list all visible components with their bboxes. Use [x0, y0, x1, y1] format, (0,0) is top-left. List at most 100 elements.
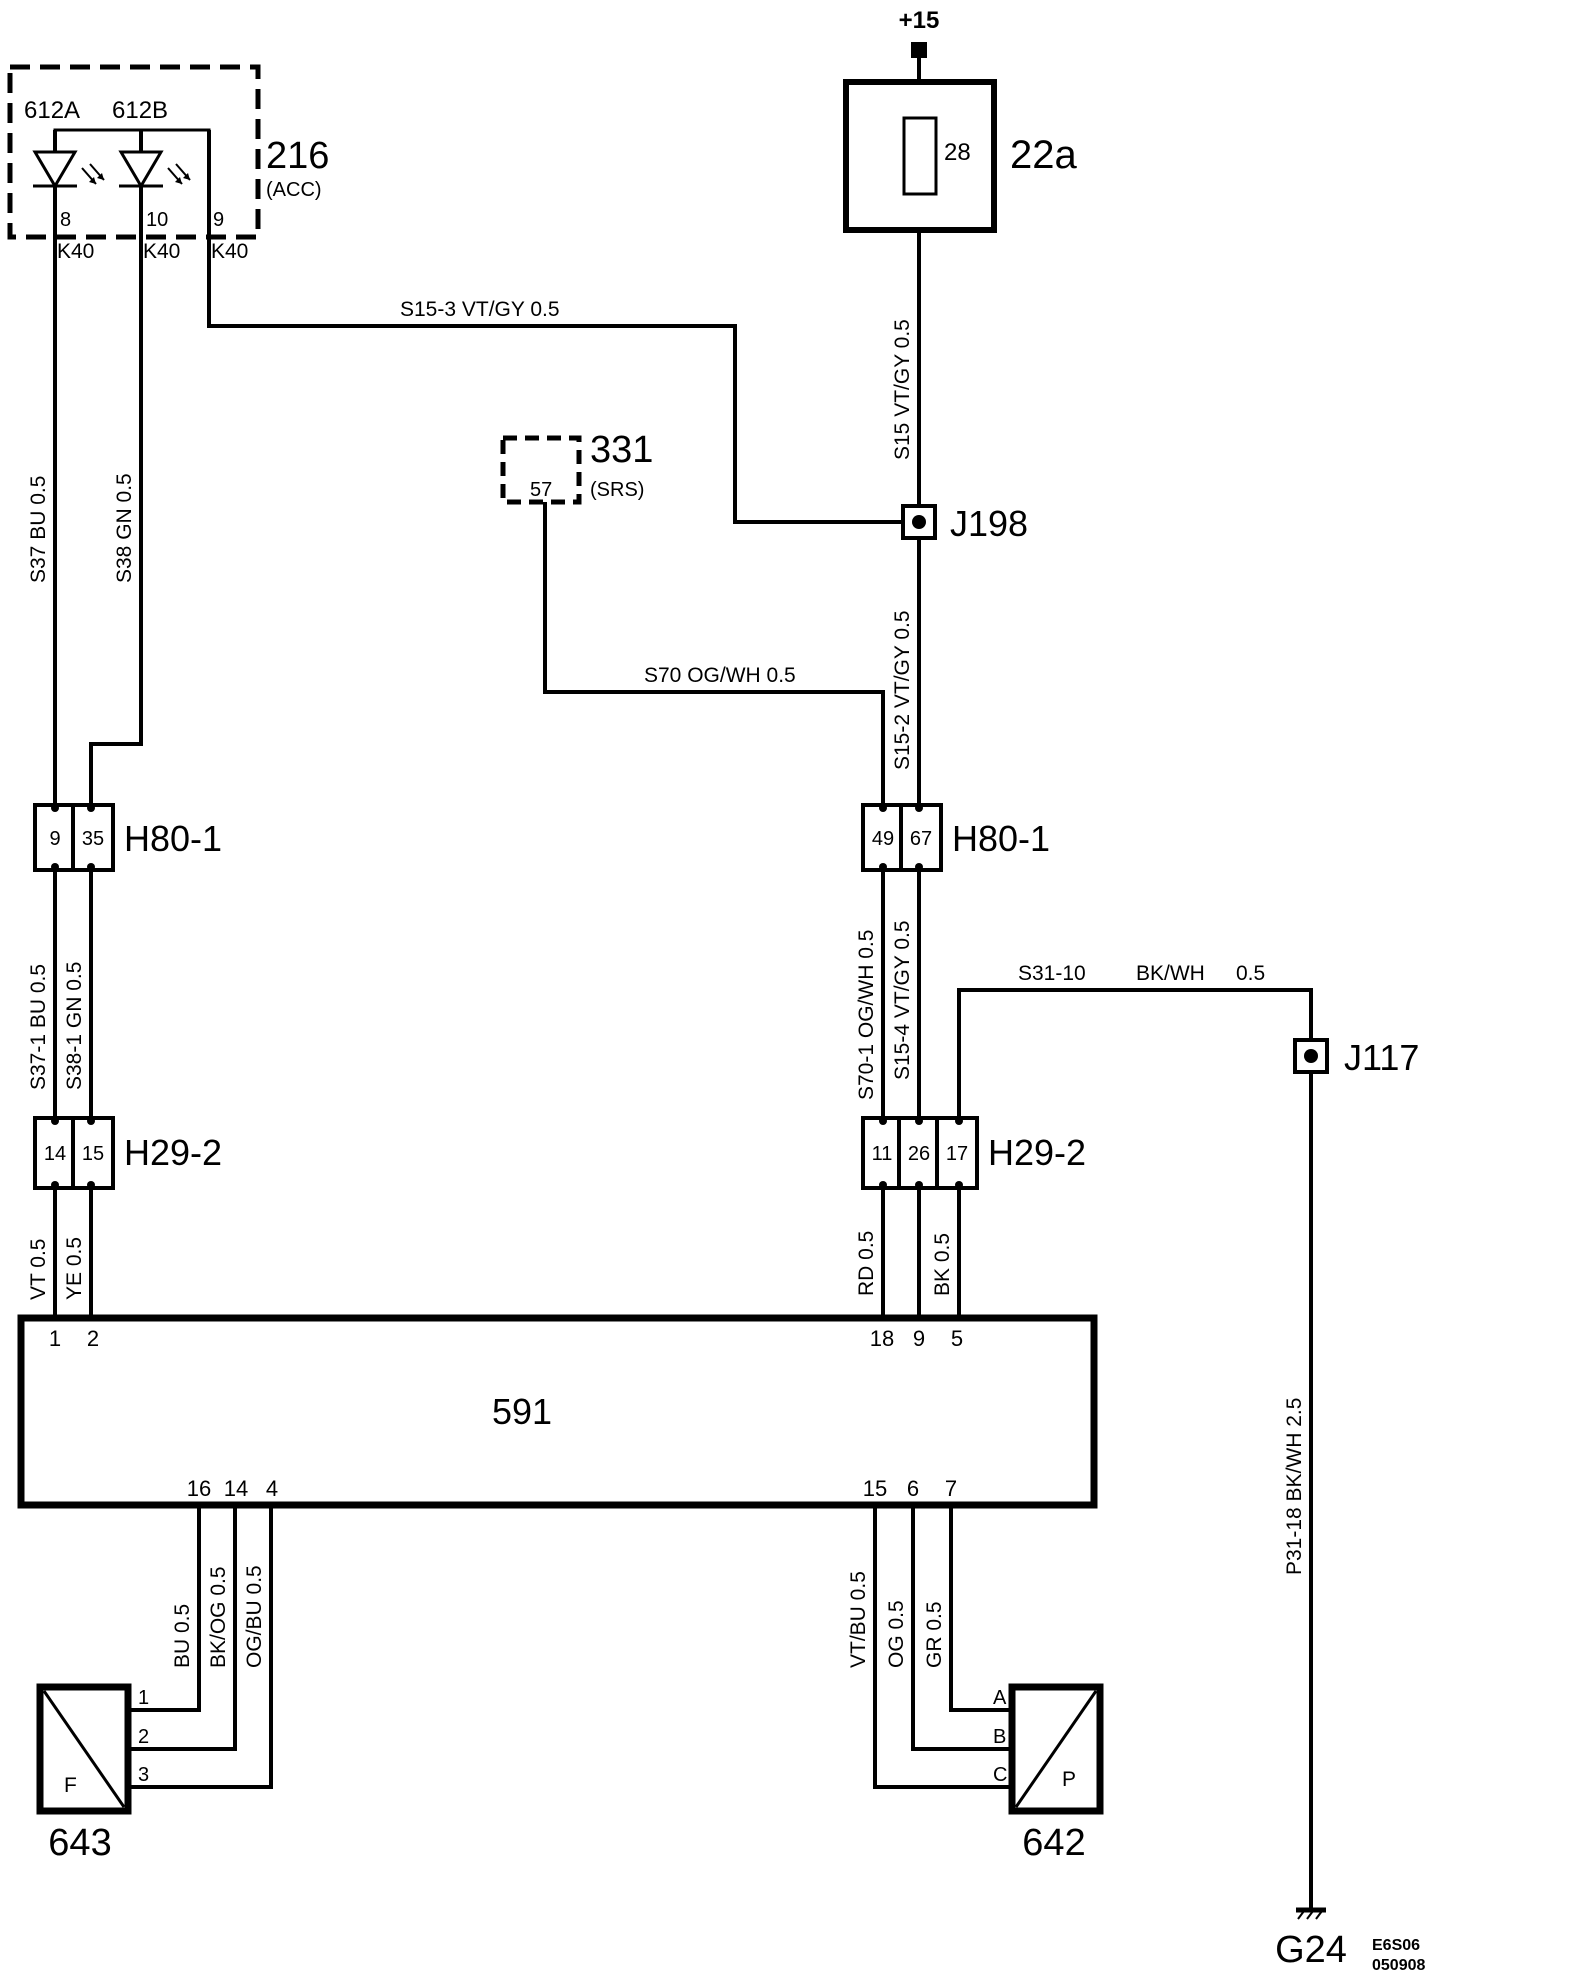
- wire-label: S15-2 VT/GY 0.5: [891, 610, 914, 770]
- pin-label: 67: [910, 828, 932, 850]
- connector-h80-right: 49 67 H80-1: [861, 803, 1050, 872]
- connector-h29-label: H29-2: [124, 1132, 222, 1173]
- connector-h29-label: H29-2: [988, 1132, 1086, 1173]
- pin-label: B: [993, 1726, 1006, 1748]
- fuse-box-22a: 28 22a: [843, 79, 1077, 233]
- wire-label: GR 0.5: [923, 1601, 946, 1668]
- pin-label: 9: [49, 828, 60, 850]
- pin-label: 5: [951, 1326, 963, 1351]
- wire-s70: [543, 502, 885, 805]
- wire-label: P31-18 BK/WH 2.5: [1283, 1398, 1306, 1575]
- pin-label: 8: [60, 209, 71, 231]
- wire-label: BK/WH: [1136, 962, 1205, 985]
- sensor-letter: P: [1062, 1768, 1076, 1791]
- wire-og: [911, 1505, 1011, 1751]
- pin-label: 17: [946, 1143, 968, 1165]
- wire-label: VT 0.5: [27, 1239, 50, 1300]
- led-icon: [32, 150, 105, 189]
- wire-s38: [89, 130, 143, 805]
- sensor-643: F 1 2 3 643: [36, 1683, 149, 1864]
- module-331: 57 331 (SRS): [500, 429, 653, 505]
- module-331-outline: [500, 435, 582, 505]
- wire-bu: [131, 1505, 201, 1712]
- wire-label: S15-3 VT/GY 0.5: [400, 298, 560, 321]
- pin-label: A: [993, 1687, 1007, 1709]
- supply-terminal: +15: [899, 7, 940, 58]
- doc-code: 050908: [1372, 1957, 1425, 1974]
- pin-label: 14: [224, 1476, 248, 1501]
- connector-h29-left: 14 15 H29-2: [33, 1116, 222, 1190]
- pin-label: 2: [138, 1726, 149, 1748]
- wire-label: S37 BU 0.5: [27, 476, 50, 583]
- doc-code: E6S06: [1372, 1937, 1420, 1954]
- pin-label: 1: [138, 1687, 149, 1709]
- module-331-label: 331: [590, 429, 653, 471]
- wire-s15-3: [207, 130, 919, 524]
- pin-label: 11: [872, 1143, 893, 1165]
- pin-label: 1: [49, 1326, 61, 1351]
- pin-label: 15: [863, 1476, 887, 1501]
- wire-label: S70 OG/WH 0.5: [644, 664, 796, 687]
- fuse-box-label: 22a: [1010, 133, 1077, 177]
- sensor-letter: F: [64, 1774, 77, 1797]
- pin-label: 3: [138, 1764, 149, 1786]
- pin-label: 35: [82, 828, 104, 850]
- ground-label: G24: [1275, 1929, 1347, 1971]
- pin-label: 14: [44, 1143, 66, 1165]
- wire-label: OG 0.5: [885, 1600, 908, 1668]
- module-216-outline: [7, 64, 261, 240]
- wires: [53, 52, 1313, 1910]
- connector-h29-right: 11 26 17 H29-2: [861, 1116, 1086, 1190]
- pin-label: 9: [913, 1326, 925, 1351]
- wire-label: 0.5: [1236, 962, 1265, 985]
- control-unit-591: 591 1 2 18 9 5 16 14 4 15 6 7: [17, 1314, 1098, 1509]
- module-216-label: 216: [266, 135, 329, 177]
- pin-label: 15: [82, 1143, 104, 1165]
- wire-label: BK/OG 0.5: [207, 1566, 230, 1668]
- wire-label: S15-4 VT/GY 0.5: [891, 920, 914, 1080]
- sensor-642-label: 642: [1022, 1822, 1085, 1864]
- sensor-642: P A B C 642: [993, 1683, 1104, 1864]
- pin-label: 6: [907, 1476, 919, 1501]
- splice-j117-label: J117: [1344, 1037, 1419, 1078]
- pin-label: 57: [530, 479, 552, 501]
- wire-vtbu: [873, 1505, 1011, 1789]
- wire-label: OG/BU 0.5: [243, 1565, 266, 1668]
- splice-j117: J117: [1293, 1037, 1419, 1078]
- led-icon: [118, 150, 191, 189]
- wire-label: S70-1 OG/WH 0.5: [855, 930, 878, 1100]
- wire-label: S38 GN 0.5: [113, 473, 136, 583]
- pin-label: 4: [266, 1476, 278, 1501]
- connector-h80-label: H80-1: [952, 818, 1050, 859]
- connector-h80-left: 9 35 H80-1: [33, 803, 222, 872]
- wire-label: BK 0.5: [931, 1233, 954, 1296]
- wire-ogbu: [131, 1505, 273, 1789]
- fuse-number: 28: [944, 139, 971, 166]
- wire-label: S31-10: [1018, 962, 1086, 985]
- pin-label: 26: [908, 1143, 930, 1165]
- pin-label: 7: [945, 1476, 957, 1501]
- pin-label: 9: [213, 209, 224, 231]
- wire-gr: [949, 1505, 1011, 1712]
- led-612a-label: 612A: [24, 97, 80, 124]
- pin-label: 16: [187, 1476, 211, 1501]
- splice-j198: J198: [901, 503, 1028, 544]
- connector-label: K40: [143, 240, 180, 263]
- control-unit-591-label: 591: [492, 1391, 552, 1432]
- wire-label: S15 VT/GY 0.5: [891, 319, 914, 460]
- connector-label: K40: [57, 240, 94, 263]
- sensor-643-label: 643: [48, 1822, 111, 1864]
- module-216-sublabel: (ACC): [266, 179, 322, 201]
- fuse-element: [902, 116, 938, 196]
- wire-label: YE 0.5: [63, 1237, 86, 1300]
- led-612b-label: 612B: [112, 97, 168, 124]
- wire-label: S38-1 GN 0.5: [63, 962, 86, 1090]
- wire-label: S37-1 BU 0.5: [27, 964, 50, 1090]
- pin-label: 2: [87, 1326, 99, 1351]
- supply-label: +15: [899, 7, 940, 34]
- module-331-sublabel: (SRS): [590, 479, 644, 501]
- ground-g24: G24: [1275, 1907, 1347, 1971]
- pin-label: 49: [872, 828, 894, 850]
- pin-label: C: [993, 1764, 1007, 1786]
